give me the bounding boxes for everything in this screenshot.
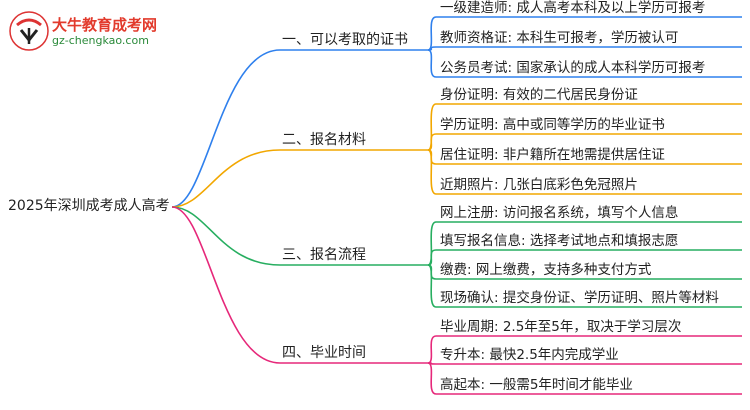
leaf-connector-1-3 xyxy=(427,49,437,78)
leaf-connector-2-2 xyxy=(427,133,437,151)
leaf-4-1[interactable]: 毕业周期: 2.5年至5年，取决于学习层次 xyxy=(440,319,682,335)
leaf-3-3[interactable]: 缴费: 网上缴费，支持多种支付方式 xyxy=(440,262,652,278)
leaf-4-3[interactable]: 高起本: 一般需5年时间才能毕业 xyxy=(440,377,633,393)
leaf-4-2[interactable]: 专升本: 最快2.5年内完成学业 xyxy=(440,347,619,363)
leaf-connector-2-4 xyxy=(427,149,437,195)
leaf-1-2[interactable]: 教师资格证: 本科生可报考，学历被认可 xyxy=(440,30,679,46)
branch-connector-4 xyxy=(171,206,281,364)
leaf-connector-3-2 xyxy=(427,249,437,266)
leaf-3-4[interactable]: 现场确认: 提交身份证、学历证明、照片等材料 xyxy=(440,290,719,306)
leaf-3-1[interactable]: 网上注册: 访问报名系统，填写个人信息 xyxy=(440,205,679,221)
branch-connector-1 xyxy=(171,49,281,208)
leaf-2-4[interactable]: 近期照片: 几张白底彩色免冠照片 xyxy=(440,177,638,193)
leaf-1-3[interactable]: 公务员考试: 国家承认的成人本科学历可报考 xyxy=(440,60,706,76)
branch-connector-3 xyxy=(171,206,281,266)
branch-1-label[interactable]: 一、可以考取的证书 xyxy=(282,32,408,48)
leaf-connector-4-3 xyxy=(427,362,437,395)
branch-4-label[interactable]: 四、毕业时间 xyxy=(282,345,366,361)
leaf-1-1[interactable]: 一级建造师: 成人高考本科及以上学历可报考 xyxy=(440,0,706,16)
leaf-2-2[interactable]: 学历证明: 高中或同等学历的毕业证书 xyxy=(440,117,665,133)
leaf-2-3[interactable]: 居住证明: 非户籍所在地需提供居住证 xyxy=(440,147,665,163)
leaf-2-1[interactable]: 身份证明: 有效的二代居民身份证 xyxy=(440,87,638,103)
leaf-3-2[interactable]: 填写报名信息: 选择考试地点和填报志愿 xyxy=(440,233,679,249)
branch-2-label[interactable]: 二、报名材料 xyxy=(282,132,366,148)
bull-logo-icon xyxy=(9,11,49,51)
logo-title: 大牛教育成考网 xyxy=(52,16,158,34)
site-logo[interactable]: 大牛教育成考网 gz-chengkao.com xyxy=(8,10,178,52)
branch-3-label[interactable]: 三、报名流程 xyxy=(282,247,366,263)
leaf-connector-3-1 xyxy=(427,221,437,266)
root-topic[interactable]: 2025年深圳成考成人高考 xyxy=(8,198,170,214)
leaf-connector-3-4 xyxy=(427,264,437,308)
leaf-connector-1-1 xyxy=(427,16,437,51)
leaf-connector-4-1 xyxy=(427,335,437,364)
branch-connector-2 xyxy=(171,149,281,208)
logo-url: gz-chengkao.com xyxy=(52,34,149,47)
